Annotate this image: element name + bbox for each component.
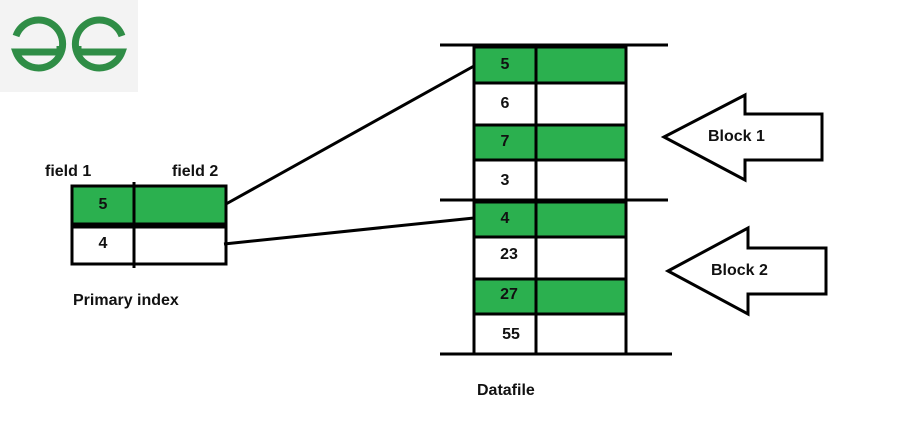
block-2-arrow-icon xyxy=(664,225,828,317)
block-1-label: Block 1 xyxy=(708,128,765,145)
index-key-4: 4 xyxy=(98,235,108,252)
datafile-key: 7 xyxy=(500,133,510,150)
datafile-key: 27 xyxy=(500,286,518,303)
pointer-line-4 xyxy=(223,216,475,246)
field-1-label: field 1 xyxy=(45,163,92,180)
datafile-key: 3 xyxy=(500,172,510,189)
index-row-2-pointer-cell xyxy=(132,225,228,266)
datafile-row-27 xyxy=(472,277,628,316)
block-2-label: Block 2 xyxy=(711,262,768,279)
field-2-label: field 2 xyxy=(172,163,219,180)
datafile-table xyxy=(440,43,672,356)
datafile-title: Datafile xyxy=(477,382,535,399)
datafile-key: 6 xyxy=(500,95,510,112)
logo xyxy=(0,0,138,92)
datafile-key: 4 xyxy=(500,210,510,227)
datafile-row-5 xyxy=(472,45,628,85)
primary-index-table xyxy=(70,182,228,268)
block-1-arrow-icon xyxy=(660,92,824,183)
datafile-key: 55 xyxy=(502,326,520,343)
pointer-line-5 xyxy=(225,64,475,206)
index-key-5: 5 xyxy=(98,196,108,213)
datafile-row-4 xyxy=(472,200,628,239)
datafile-key: 23 xyxy=(500,246,518,263)
index-row-1-pointer-cell xyxy=(132,184,228,226)
gfg-logo-icon xyxy=(11,16,127,72)
datafile-key: 5 xyxy=(500,56,510,73)
primary-index-title: Primary index xyxy=(73,292,179,309)
